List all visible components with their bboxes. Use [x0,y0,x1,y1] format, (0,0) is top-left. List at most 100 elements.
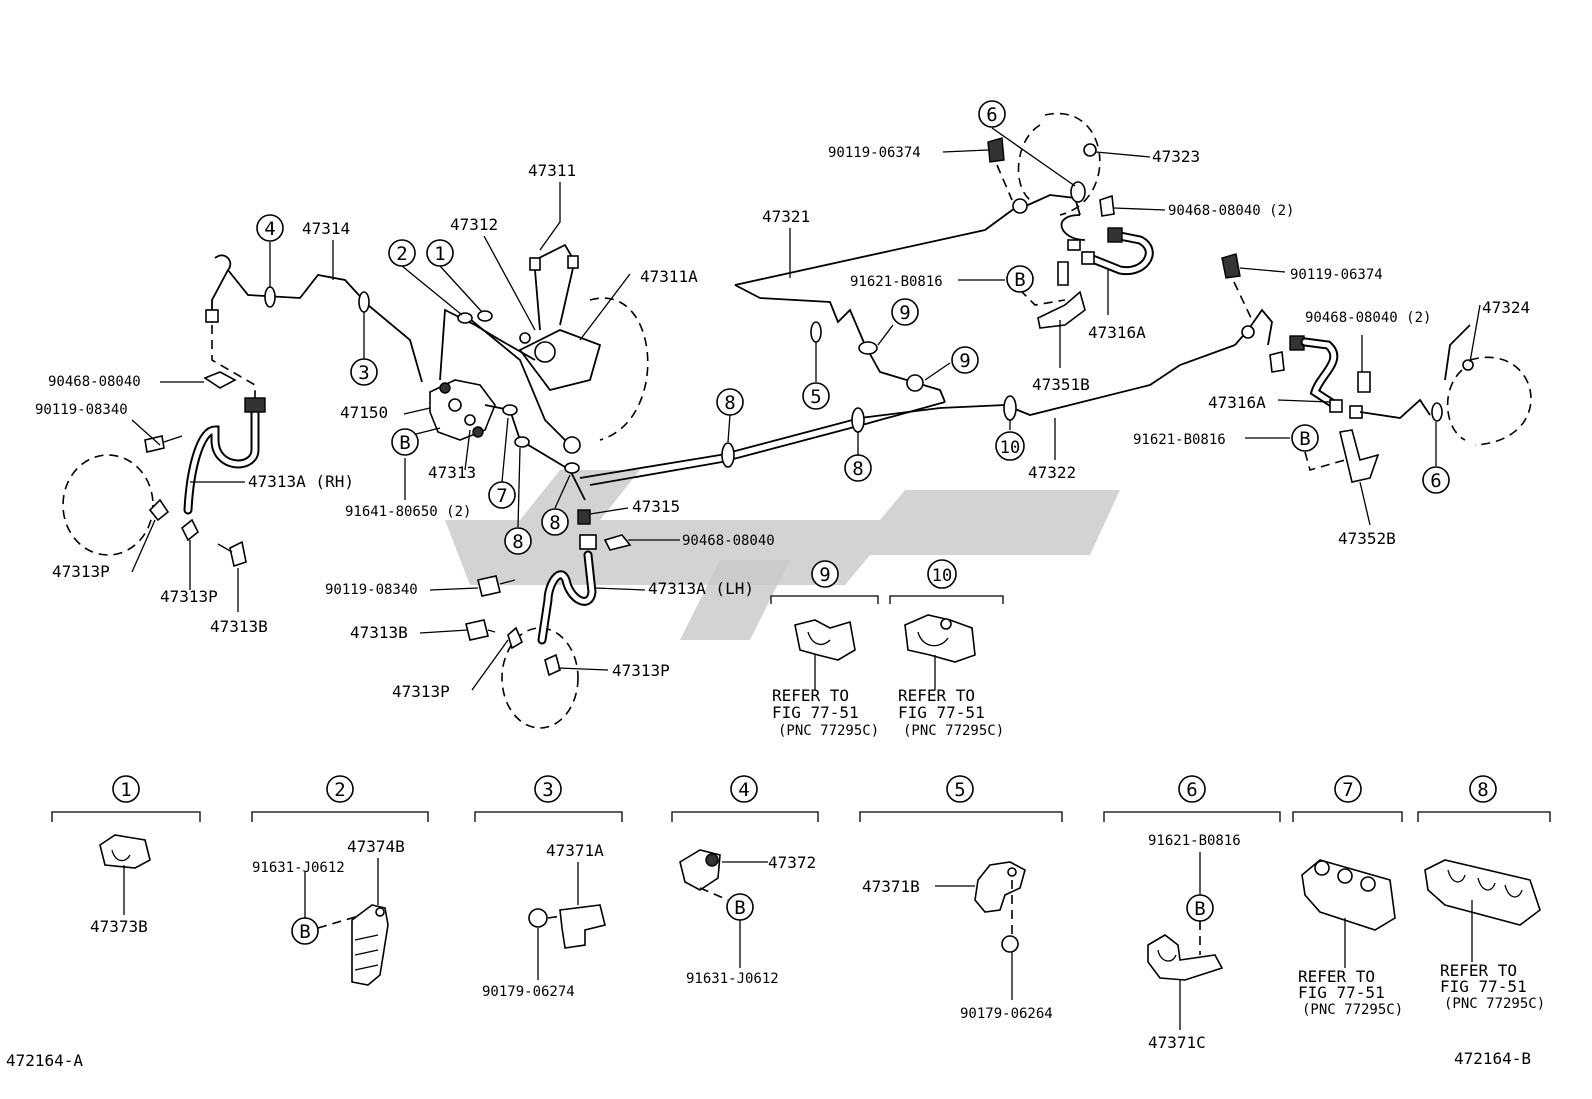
callout-9-main-a: 9 [891,298,919,326]
master-cylinder-area [518,243,649,441]
svg-text:9: 9 [899,302,910,324]
label-47324: 47324 [1482,298,1530,317]
left-front-hose-assembly [62,254,266,568]
callout-9-main-b: 9 [951,346,979,374]
label-47311: 47311 [528,161,576,180]
callout-10-main: 10 [995,431,1025,461]
callout-8-main-c: 8 [716,388,744,416]
label-90468-08040-2-right: 90468-08040 (2) [1305,310,1431,326]
svg-text:8: 8 [512,531,523,553]
callout-8-main-a: 8 [504,527,532,555]
label-91641-80650: 91641-80650 (2) [345,504,471,520]
svg-text:8: 8 [1477,779,1488,801]
figure-id-b: 472164-B [1454,1049,1531,1068]
clamp-1-marker [477,310,493,322]
svg-text:6: 6 [1430,470,1441,492]
label-90119-08340-left: 90119-08340 [35,402,128,418]
svg-text:B: B [1014,269,1025,291]
label-91621-B0816-right: 91621-B0816 [1133,432,1226,448]
left-rear-hose-lh-assembly [465,509,632,729]
detail-5: 5 47371B 90179-06264 [859,775,1063,1022]
clamp-2-marker [457,312,473,324]
svg-text:10: 10 [932,566,952,586]
label-90119-08340-mid: 90119-08340 [325,582,418,598]
svg-text:7: 7 [496,485,507,507]
svg-text:8: 8 [852,458,863,480]
label-47313P-left-a: 47313P [52,562,110,581]
clamp-3-marker [358,291,370,313]
detail-6: 6 91621-B0816 B 47371C [1103,775,1281,1052]
tube-47315 [464,314,571,446]
clamp-5-marker [810,321,822,343]
tube-47314 [227,269,423,383]
svg-text:1: 1 [434,243,445,265]
label-90179-06264: 90179-06264 [960,1006,1053,1022]
callout-B-top: B [1006,265,1034,293]
label-47150: 47150 [340,403,388,422]
callout-8-main-b: 8 [541,508,569,536]
clamp-4-marker [264,286,276,308]
label-47313B-left: 47313B [210,617,268,636]
watermark-logo [445,470,1120,640]
callout-3-main: 3 [350,358,378,386]
label-47322: 47322 [1028,463,1076,482]
label-47371B: 47371B [862,877,920,896]
inset-9-refer-line3: (PNC 77295C) [778,723,879,739]
svg-text:2: 2 [334,779,345,801]
inset-10-refer-line2: FIG 77-51 [898,703,985,722]
label-47313B-mid: 47313B [350,623,408,642]
svg-text:6: 6 [986,104,997,126]
detail-8-refer-line3: (PNC 77295C) [1444,996,1545,1012]
callout-7-main: 7 [488,481,516,509]
label-47374B: 47374B [347,837,405,856]
clamp-8-marker-b [564,462,580,474]
svg-text:4: 4 [264,218,275,240]
label-90119-06374-right: 90119-06374 [1290,267,1383,283]
svg-text:B: B [1194,898,1205,920]
label-90119-06374-top: 90119-06374 [828,145,921,161]
label-47371A: 47371A [546,841,604,860]
inset-9-refer-line2: FIG 77-51 [772,703,859,722]
label-47312: 47312 [450,215,498,234]
inset-10: 10 REFER TO FIG 77-51 (PNC 77295C) [889,559,1004,739]
callout-4-main: 4 [256,214,284,242]
detail-8-refer-line1: REFER TO [1440,961,1517,980]
rear-right-hose-assembly [1221,253,1532,483]
detail-1: 1 47373B [51,775,201,936]
label-47352B: 47352B [1338,529,1396,548]
detail-3: 3 47371A 90179-06274 [474,775,623,1000]
label-90179-06274: 90179-06274 [482,984,575,1000]
detail-7: 7 REFER TO FIG 77-51 (PNC 77295C) [1292,775,1403,1018]
svg-text:9: 9 [819,564,830,586]
svg-text:B: B [399,432,410,454]
svg-text:5: 5 [954,779,965,801]
label-47313P-mid-a: 47313P [392,682,450,701]
proportioning-valve-47150 [429,379,496,441]
svg-text:10: 10 [1000,438,1020,458]
svg-text:1: 1 [120,779,131,801]
label-47321: 47321 [762,207,810,226]
callout-1-main: 1 [426,239,454,267]
svg-text:4: 4 [738,779,749,801]
label-47315: 47315 [632,497,680,516]
callout-6-top: 6 [978,100,1006,128]
clamp-8-marker-c [721,442,735,468]
clamp-10-marker [1003,395,1017,421]
detail-7-refer-line1: REFER TO [1298,967,1375,986]
svg-text:B: B [734,897,745,919]
callout-2-main: 2 [388,239,416,267]
svg-text:B: B [299,921,310,943]
label-47313: 47313 [428,463,476,482]
detail-7-refer-line3: (PNC 77295C) [1302,1002,1403,1018]
label-47313A-RH: 47313A (RH) [248,472,354,491]
label-47316A-top: 47316A [1088,323,1146,342]
svg-text:8: 8 [724,392,735,414]
label-47371C: 47371C [1148,1033,1206,1052]
svg-text:9: 9 [959,350,970,372]
label-90468-08040-mid: 90468-08040 [682,533,775,549]
label-47313P-mid-b: 47313P [612,661,670,680]
detail-8: 8 REFER TO FIG 77-51 (PNC 77295C) [1417,775,1551,1012]
svg-text:B: B [1299,428,1310,450]
detail-2: 2 47374B 91631-J0612 B [251,775,429,986]
